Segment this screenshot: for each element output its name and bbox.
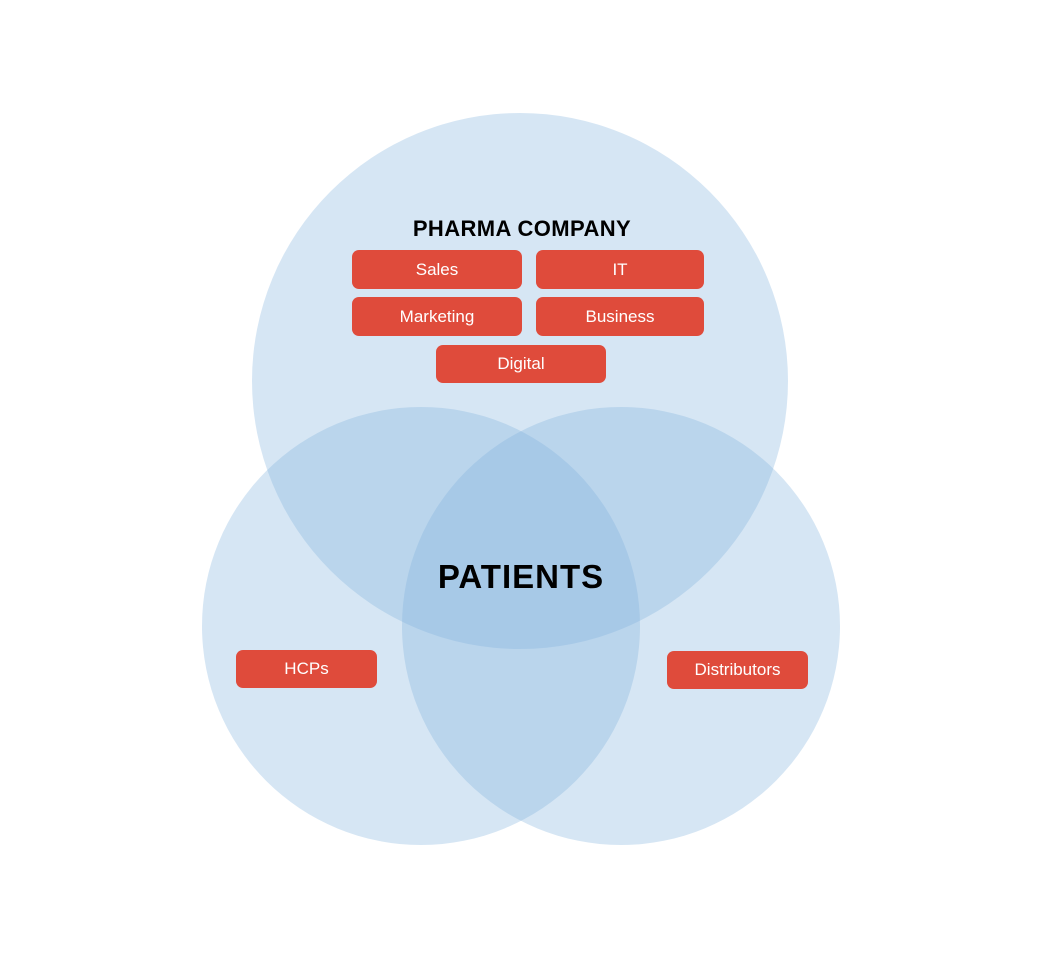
distributors-circle [402,407,840,845]
business-button[interactable]: Business [536,297,704,336]
pharma-company-title: PHARMA COMPANY [412,216,632,241]
hcps-button[interactable]: HCPs [236,650,377,688]
marketing-button[interactable]: Marketing [352,297,522,336]
distributors-button[interactable]: Distributors [667,651,808,689]
sales-button[interactable]: Sales [352,250,522,289]
digital-button[interactable]: Digital [436,345,606,383]
it-button[interactable]: IT [536,250,704,289]
hcps-circle [202,407,640,845]
patients-label: PATIENTS [437,558,605,595]
